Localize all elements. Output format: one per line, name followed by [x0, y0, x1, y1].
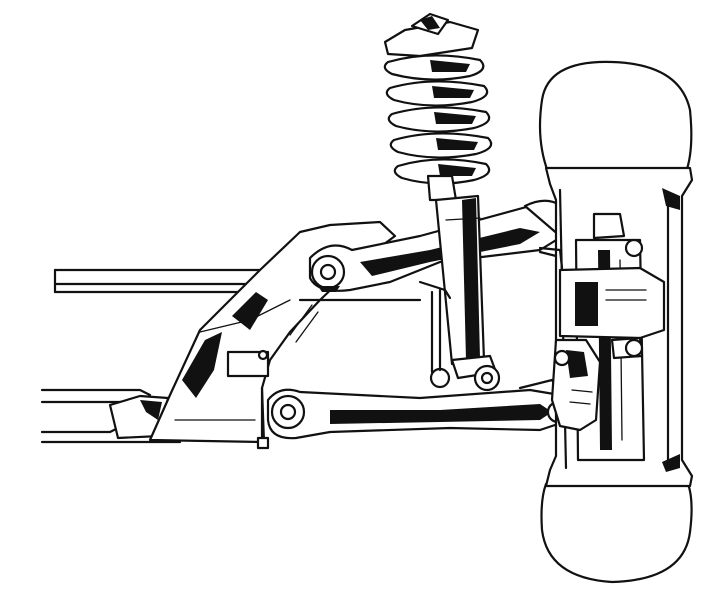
chassis-frame-rail: [53, 268, 272, 294]
lower-control-arm: [266, 378, 572, 440]
brake-caliper: [538, 212, 666, 360]
steering-knuckle: [550, 338, 602, 432]
stabilizer-link: [298, 280, 452, 302]
tire-upper: [538, 60, 693, 174]
tire-lower: [540, 482, 693, 584]
strut-shock-absorber: [426, 174, 501, 392]
coil-spring: [383, 12, 493, 185]
